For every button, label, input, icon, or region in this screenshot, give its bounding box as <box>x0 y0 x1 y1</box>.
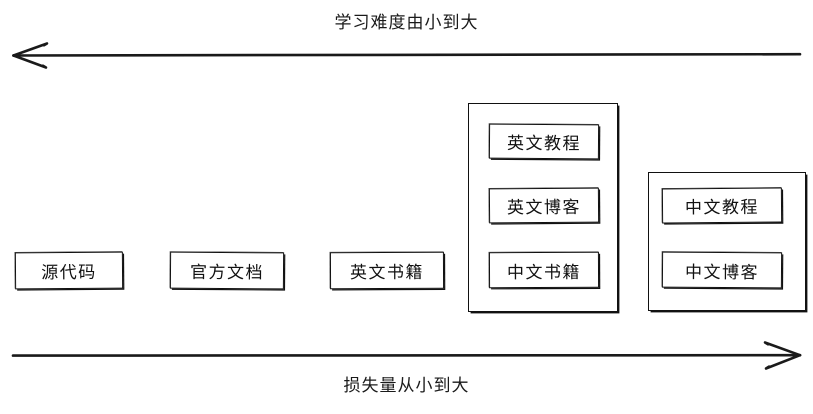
node-english-tutorials[interactable]: 英文教程 <box>488 123 600 160</box>
top-axis-arrow <box>12 42 802 69</box>
node-source-code[interactable]: 源代码 <box>14 251 124 290</box>
node-chinese-books[interactable]: 中文书籍 <box>488 251 600 289</box>
node-chinese-blogs[interactable]: 中文博客 <box>661 251 783 289</box>
node-chinese-tutorials-label: 中文教程 <box>684 197 760 219</box>
node-chinese-blogs-label: 中文博客 <box>684 262 760 283</box>
top-axis-label: 学习难度由小到大 <box>334 13 479 33</box>
arrow-left-icon <box>12 42 802 69</box>
node-english-blogs-label: 英文博客 <box>506 197 582 219</box>
node-chinese-tutorials[interactable]: 中文教程 <box>661 187 783 224</box>
node-english-blogs[interactable]: 英文博客 <box>488 187 600 224</box>
node-source-code-label: 源代码 <box>41 262 97 284</box>
node-official-docs-label: 官方文档 <box>189 262 265 284</box>
node-chinese-books-label: 中文书籍 <box>506 262 582 283</box>
node-official-docs[interactable]: 官方文档 <box>169 251 285 290</box>
bottom-axis-label: 损失量从小到大 <box>343 376 470 396</box>
node-english-books[interactable]: 英文书籍 <box>329 251 445 290</box>
node-english-books-label: 英文书籍 <box>349 262 425 284</box>
node-english-tutorials-label: 英文教程 <box>506 133 582 155</box>
arrow-right-icon <box>11 341 802 370</box>
